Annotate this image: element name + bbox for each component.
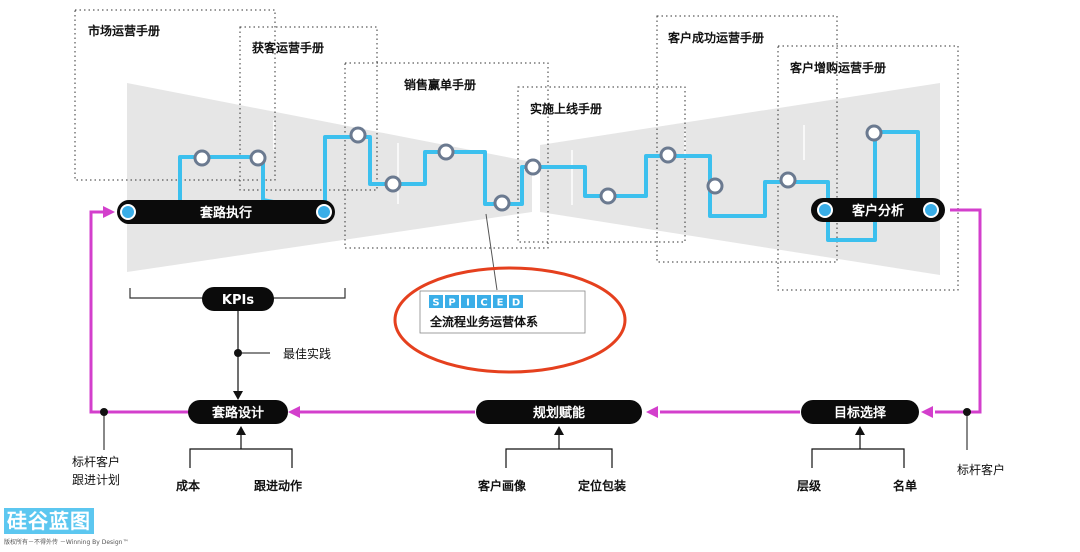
onboarding-playbook-label: 实施上线手册 <box>530 101 602 116</box>
spiced-letter: P <box>448 298 455 309</box>
spiced-letter-tile <box>477 295 491 308</box>
spiced-letter: I <box>466 298 470 309</box>
acquisition-playbook-box <box>239 26 378 191</box>
market-playbook-box <box>74 9 276 181</box>
execution-pill-label: 套路执行 <box>199 205 252 221</box>
spiced-subtitle: 全流程业务运营体系 <box>429 314 538 329</box>
spiced-letter-tile <box>429 295 443 308</box>
left-funnel-shape <box>127 83 532 272</box>
expansion-playbook-box <box>777 45 959 291</box>
target-pill: 目标选择 <box>801 400 919 424</box>
enablement-pill: 规划赋能 <box>476 400 642 424</box>
follow-action-label: 跟进动作 <box>254 478 302 493</box>
line-node <box>349 126 367 144</box>
playbook-labels: 市场运营手册 获客运营手册 销售赢单手册 实施上线手册 客户成功运营手册 客户增… <box>88 23 886 116</box>
success-playbook-label: 客户成功运营手册 <box>667 30 764 45</box>
spiced-letter: C <box>480 298 487 309</box>
design-pill: 套路设计 <box>188 400 288 424</box>
tier-label: 层级 <box>797 478 821 493</box>
input-connectors <box>189 432 905 468</box>
bottom-labels: 标杆客户 跟进计划 标杆客户 成本 跟进动作 客户画像 定位包装 层级 名单 <box>72 454 1005 493</box>
brand-tagline: 版权所有－不得外传 －Winning By Design™ <box>4 539 129 546</box>
line-node <box>706 177 724 195</box>
design-pill-label: 套路设计 <box>211 405 264 421</box>
line-node <box>493 194 511 212</box>
line-node <box>193 149 211 167</box>
kpis-pill: KPIs <box>202 287 274 311</box>
benchmark-follow-label-2: 跟进计划 <box>72 473 120 487</box>
spiced-letter-tile <box>509 295 523 308</box>
market-playbook-label: 市场运营手册 <box>88 23 160 38</box>
spiced-letter: S <box>432 298 439 309</box>
line-node <box>599 187 617 205</box>
kpis-pill-label: KPIs <box>222 293 254 308</box>
kpi-to-design-arrow <box>233 391 243 400</box>
magenta-arrowheads <box>103 206 933 418</box>
line-node <box>384 175 402 193</box>
analysis-pill: 客户分析 <box>811 198 945 222</box>
spiced-letter-tile <box>461 295 475 308</box>
line-node <box>659 146 677 164</box>
line-node <box>865 124 883 142</box>
onboarding-playbook-box <box>517 86 686 243</box>
expansion-playbook-label: 客户增购运营手册 <box>789 60 886 75</box>
target-pill-label: 目标选择 <box>834 405 887 421</box>
spiced-letter-tile <box>445 295 459 308</box>
line-node <box>437 143 455 161</box>
line-node <box>524 158 542 176</box>
sales-playbook-label: 销售赢单手册 <box>404 77 476 92</box>
benchmark-markers <box>100 408 971 450</box>
cost-label: 成本 <box>176 478 200 493</box>
brand-logo: 硅谷蓝图 版权所有－不得外传 －Winning By Design™ <box>0 506 160 548</box>
line-node <box>779 171 797 189</box>
best-practice-label: 最佳实践 <box>283 346 331 361</box>
right-funnel-shape <box>540 83 940 275</box>
input-arrowheads <box>236 426 865 435</box>
success-playbook-box <box>656 15 838 263</box>
brand-name: 硅谷蓝图 <box>4 508 94 534</box>
spiced-letter: D <box>512 298 520 309</box>
spiced-highlight-ellipse <box>393 266 627 374</box>
execution-pill: 套路执行 <box>117 200 335 224</box>
analysis-pill-label: 客户分析 <box>852 203 904 219</box>
playbook-boxes <box>74 9 959 291</box>
line-node <box>249 149 267 167</box>
line-nodes <box>193 124 883 212</box>
spiced-pointer-line <box>485 213 498 291</box>
spiced-letter: E <box>497 298 504 309</box>
magenta-feedback-loop <box>89 208 982 414</box>
list-label: 名单 <box>893 478 917 493</box>
spiced-letter-tile <box>493 295 507 308</box>
positioning-label: 定位包装 <box>578 478 626 493</box>
benchmark-follow-label-1: 标杆客户 <box>72 454 120 469</box>
enablement-pill-label: 规划赋能 <box>533 405 585 421</box>
acquisition-playbook-label: 获客运营手册 <box>251 40 324 55</box>
persona-label: 客户画像 <box>477 478 527 493</box>
benchmark-right-label: 标杆客户 <box>957 462 1005 477</box>
